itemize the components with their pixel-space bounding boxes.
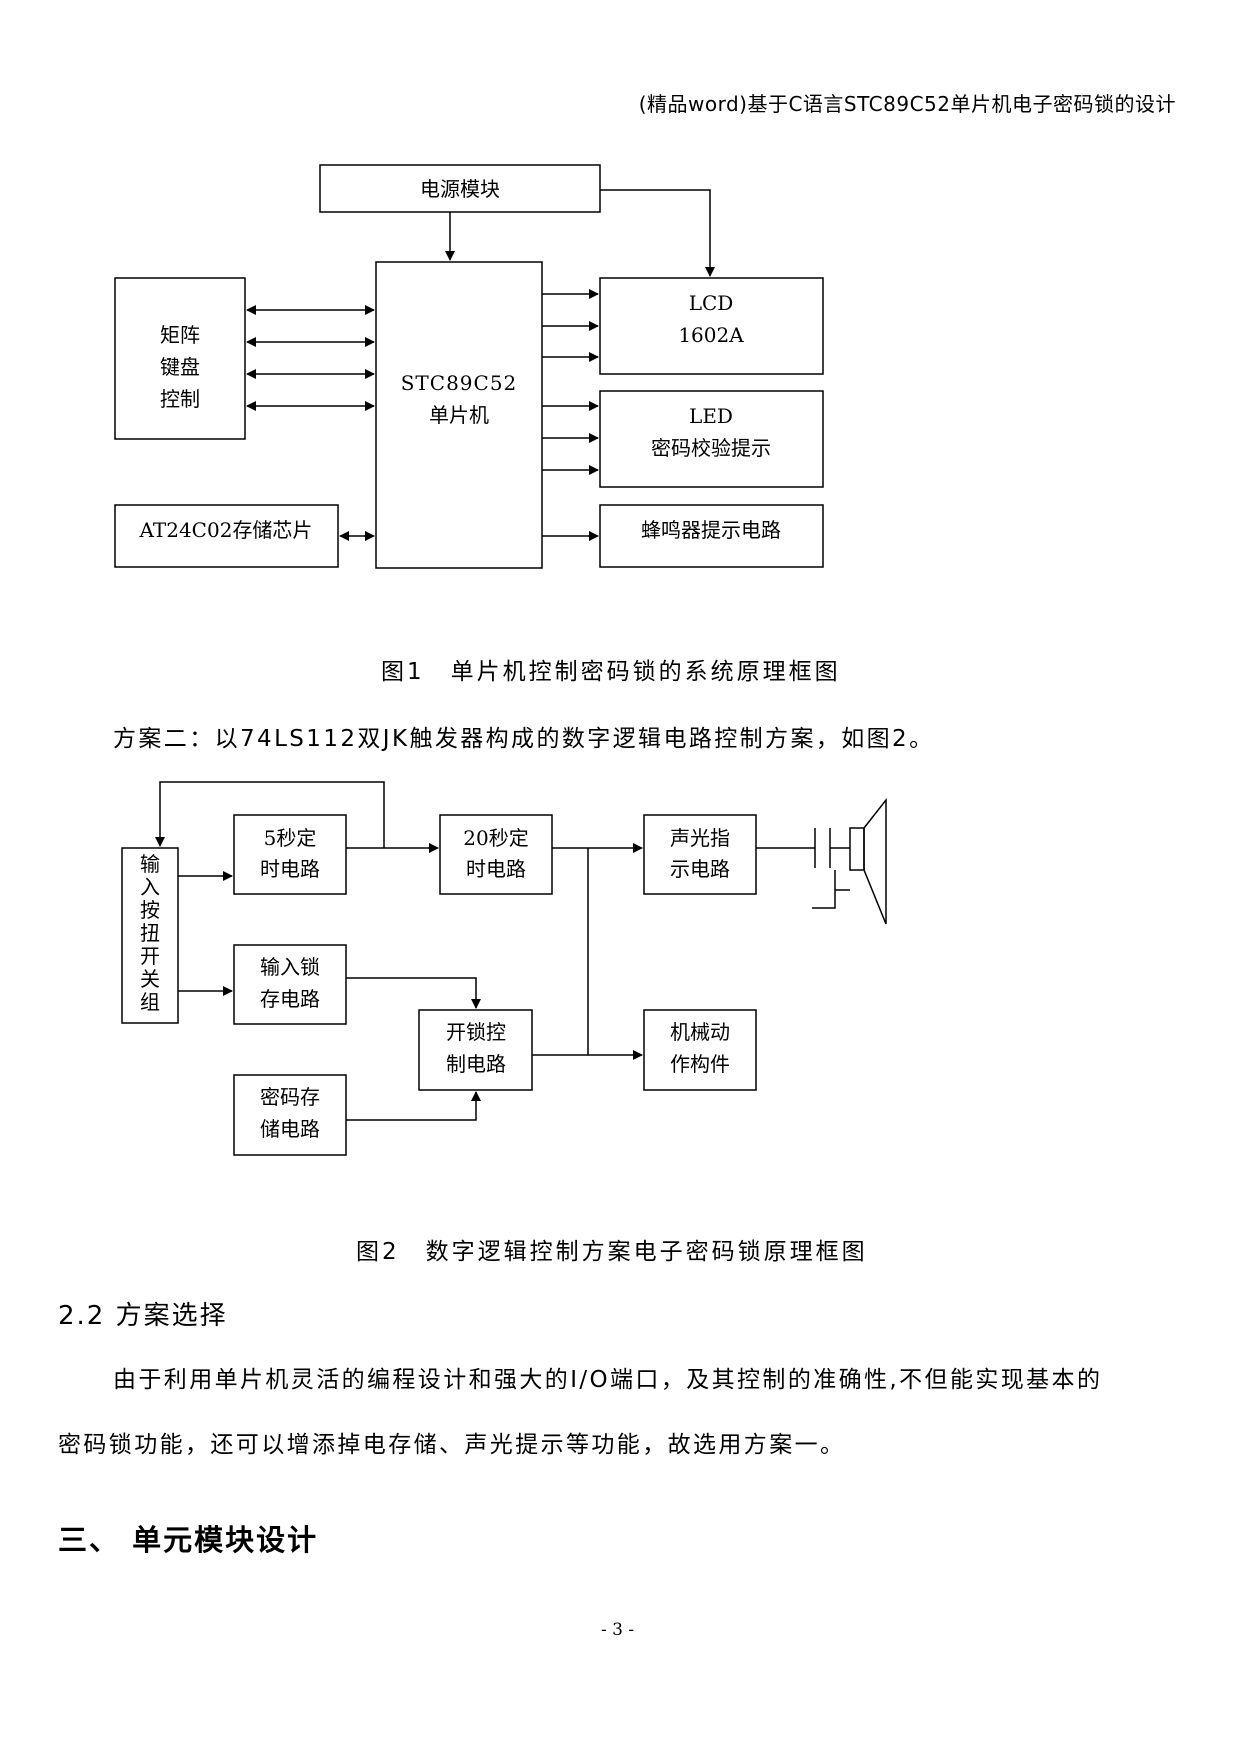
mcu-label-line: 单片机 <box>429 403 489 427</box>
input-switch-char: 关 <box>140 967 160 991</box>
keyboard-label-line: 键盘 <box>160 355 200 379</box>
input-switch-char: 组 <box>140 990 160 1014</box>
input-switch-char: 扭 <box>140 921 160 945</box>
feedback-arrow <box>155 781 385 848</box>
input-switch-char: 入 <box>140 875 160 899</box>
input-latch-label-line: 存电路 <box>260 987 320 1011</box>
input-switch-char: 开 <box>140 944 160 968</box>
lcd-label-line: LCD <box>689 291 734 315</box>
input-switch-char: 输 <box>140 852 160 876</box>
alarm-indicator-label-line: 示电路 <box>670 857 730 881</box>
timer-5s-label-line: 时电路 <box>260 857 320 881</box>
password-storage-box <box>233 1074 347 1156</box>
input-latch-box <box>233 944 347 1025</box>
section-2-2-heading: 2.2 方案选择 <box>58 1301 228 1331</box>
input-switch-char: 按 <box>140 898 160 922</box>
unlock-control-box <box>418 1009 533 1091</box>
unlock-control-label-line: 制电路 <box>446 1052 506 1076</box>
lcd-label-line: 1602A <box>678 323 744 347</box>
timer-20s-label-line: 时电路 <box>466 857 526 881</box>
timer-20s-box <box>439 814 553 895</box>
scheme-2-paragraph: 方案二：以74LS112双JK触发器构成的数字逻辑电路控制方案，如图2。 <box>113 726 935 752</box>
input-switch-group-box <box>121 847 179 1024</box>
storage-to-unlock-arrow <box>346 1091 481 1121</box>
section-2-2-paragraph-line-2: 密码锁功能，还可以增添掉电存储、声光提示等功能，故选用方案一。 <box>58 1432 846 1458</box>
input-latch-label-line: 输入锁 <box>260 955 320 979</box>
figure-1-block-diagram: 电源模块 矩阵 键盘 控制 STC89C52 单片机 LCD 1602A LED… <box>114 164 824 569</box>
eeprom-label: AT24C02存储芯片 <box>139 518 313 542</box>
keyboard-label-line: 矩阵 <box>160 323 200 347</box>
unlock-control-label-line: 开锁控 <box>446 1020 506 1044</box>
led-label-line: LED <box>689 404 733 428</box>
figure-2-caption: 图2 数字逻辑控制方案电子密码锁原理框图 <box>356 1239 868 1265</box>
buzzer-label: 蜂鸣器提示电路 <box>641 518 781 542</box>
password-storage-label-line: 密码存 <box>260 1085 320 1109</box>
running-header: (精品word)基于C语言STC89C52单片机电子密码锁的设计 <box>638 92 1176 116</box>
buzzer-box <box>599 504 824 568</box>
keyboard-box <box>114 277 246 440</box>
eeprom-box <box>114 504 339 568</box>
figure-2-block-diagram: 输 入 按 扭 开 关 组 5秒定 时电路 20秒定 时电路 声光指 示电路 输… <box>121 781 887 1156</box>
alarm-indicator-label-line: 声光指 <box>670 826 730 850</box>
mcu-box <box>375 261 543 569</box>
led-label-line: 密码校验提示 <box>651 436 771 460</box>
page-number: - 3 - <box>601 1620 635 1640</box>
mechanical-actuator-box <box>643 1009 757 1091</box>
alarm-indicator-box <box>643 814 757 895</box>
mcu-label-line: STC89C52 <box>401 371 518 395</box>
power-module-label: 电源模块 <box>420 177 500 201</box>
mechanical-actuator-label-line: 机械动 <box>670 1020 730 1044</box>
power-to-lcd-arrow <box>600 189 715 277</box>
timer-5s-label-line: 5秒定 <box>264 826 317 850</box>
lcd-box <box>599 277 824 375</box>
speaker-icon <box>756 797 887 925</box>
timer-5s-box <box>233 814 347 895</box>
section-2-2-paragraph-line-1: 由于利用单片机灵活的编程设计和强大的I/O端口，及其控制的准确性,不但能实现基本… <box>113 1367 1103 1393</box>
mechanical-actuator-label-line: 作构件 <box>670 1052 730 1076</box>
figure-1-caption: 图1 单片机控制密码锁的系统原理框图 <box>381 659 841 685</box>
timer-20s-label-line: 20秒定 <box>463 826 528 850</box>
led-box <box>599 390 824 488</box>
password-storage-label-line: 储电路 <box>260 1117 320 1141</box>
latch-to-unlock-arrow <box>346 977 481 1009</box>
keyboard-label-line: 控制 <box>160 387 200 411</box>
power-module-box <box>319 164 601 213</box>
section-3-heading: 三、 单元模块设计 <box>58 1523 319 1557</box>
